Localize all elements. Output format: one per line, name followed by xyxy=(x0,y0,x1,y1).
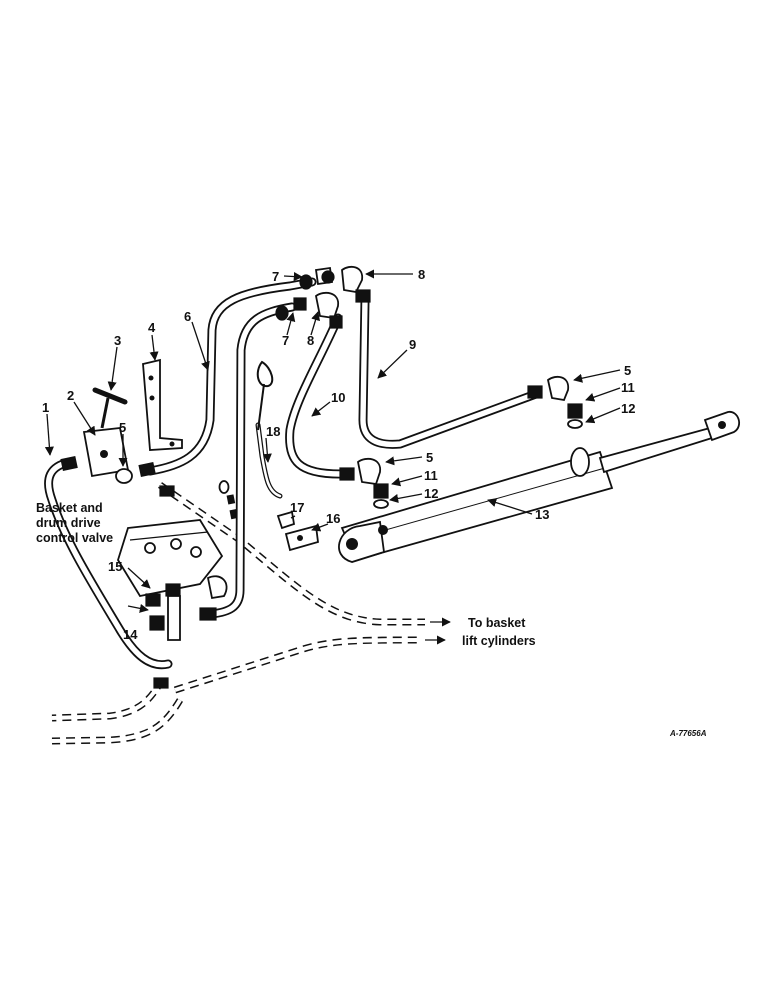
tube-9 xyxy=(358,295,541,449)
callout-3: 3 xyxy=(114,333,121,348)
lift-label-line-1: To basket xyxy=(468,616,526,630)
callout-12-middle: 12 xyxy=(424,486,438,501)
small-ring xyxy=(218,480,230,494)
tube-10 xyxy=(285,313,355,479)
callout-13: 13 xyxy=(535,507,549,522)
valve-label-line-1: Basket and xyxy=(36,501,103,515)
lift-cylinder xyxy=(338,411,741,563)
clamp-16 xyxy=(284,524,319,552)
hydraulic-pump-assembly xyxy=(117,519,228,689)
callout-14: 14 xyxy=(123,627,138,642)
callout-18: 18 xyxy=(266,424,280,439)
callout-17: 17 xyxy=(290,500,304,515)
callout-8-upper: 8 xyxy=(418,267,425,282)
callout-7-upper: 7 xyxy=(272,269,279,284)
callout-10: 10 xyxy=(331,390,345,405)
callout-16: 16 xyxy=(326,511,340,526)
fittings xyxy=(60,265,583,621)
callout-2: 2 xyxy=(67,388,74,403)
control-lever xyxy=(92,387,128,429)
callout-11-middle: 11 xyxy=(424,468,438,483)
callout-7-lower: 7 xyxy=(282,333,289,348)
drawing-reference-number: A-77656A xyxy=(669,729,707,738)
callout-6: 6 xyxy=(184,309,191,324)
callout-1: 1 xyxy=(42,400,49,415)
drum-valve-body xyxy=(82,427,130,478)
callout-numbers: 1 2 3 4 5 6 7 8 7 8 9 10 5 11 12 5 11 12… xyxy=(42,267,635,642)
valve-label: Basket and drum drive control valve xyxy=(36,501,113,545)
callout-4: 4 xyxy=(148,320,156,335)
tube-1 xyxy=(44,457,173,670)
mounting-bracket xyxy=(142,358,183,451)
tube-6-lower xyxy=(207,302,297,619)
dipstick-loop xyxy=(256,360,274,431)
clip-17 xyxy=(276,510,296,530)
tube-18 xyxy=(255,422,283,499)
callout-5-right: 5 xyxy=(624,363,631,378)
lift-label-line-2: lift cylinders xyxy=(462,634,536,648)
leader-lines xyxy=(44,269,621,645)
lift-cylinders-label: To basket lift cylinders xyxy=(462,616,536,648)
callout-5-middle: 5 xyxy=(426,450,433,465)
callout-12-right: 12 xyxy=(621,401,635,416)
tube-6 xyxy=(145,277,317,476)
valve-label-line-2: drum drive xyxy=(36,516,101,530)
callout-11-right: 11 xyxy=(621,380,635,395)
valve-label-line-3: control valve xyxy=(36,531,113,545)
callout-5-valve: 5 xyxy=(119,420,126,435)
callout-8-lower: 8 xyxy=(307,333,314,348)
callout-9: 9 xyxy=(409,337,416,352)
callout-15: 15 xyxy=(108,559,122,574)
